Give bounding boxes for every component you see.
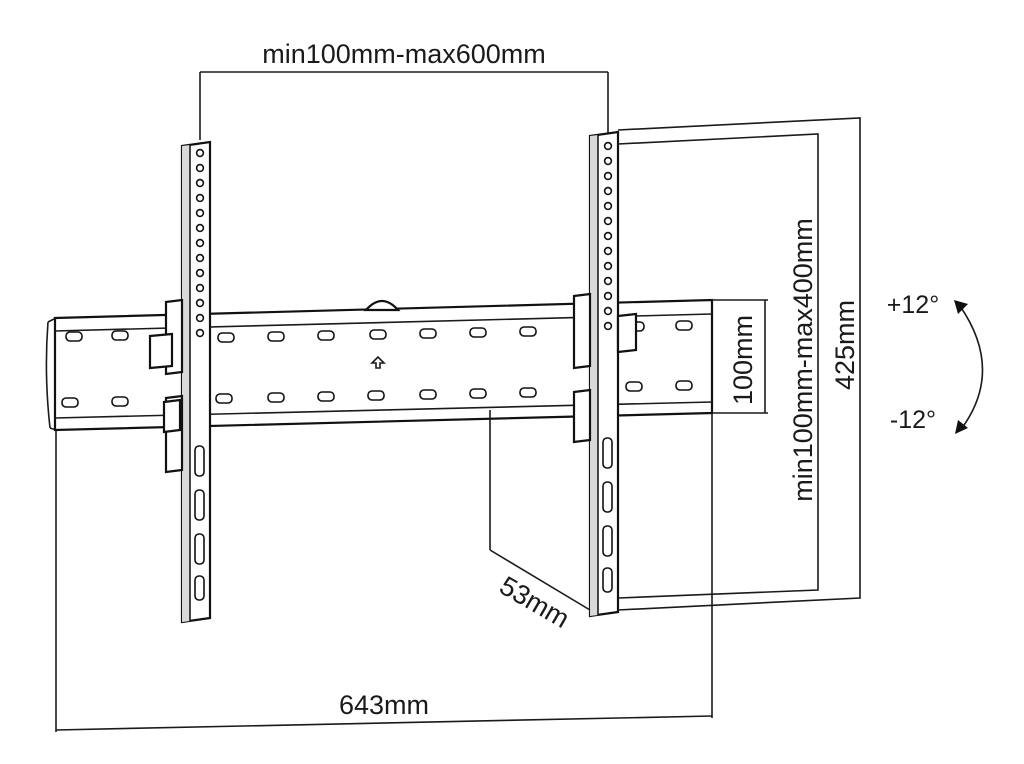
vesa-horizontal-label: min100mm-max600mm xyxy=(262,39,546,69)
wall-distance-label: 53mm xyxy=(495,570,575,633)
left-lower-knob xyxy=(162,398,182,434)
tilt-arrow-up-icon xyxy=(954,300,968,314)
right-upper-knob xyxy=(616,312,638,354)
vesa-vertical-label: min100mm-max400mm xyxy=(788,218,818,502)
center-arrow-mark xyxy=(370,355,386,369)
plate-width-label: 643mm xyxy=(339,690,429,720)
left-arm-slots xyxy=(194,445,205,601)
tilt-arc xyxy=(959,305,984,429)
left-vertical-arm xyxy=(148,140,212,624)
tilt-indicator: +12° -12° xyxy=(887,291,984,434)
right-arm-slots xyxy=(602,437,613,593)
tilt-arrow-down-icon xyxy=(955,420,968,434)
plate-height-dimension: 100mm xyxy=(712,299,768,414)
vesa-vertical-bracket xyxy=(617,117,861,611)
arm-height-label: 425mm xyxy=(830,300,860,390)
tilt-down-label: -12° xyxy=(890,406,936,434)
wall-distance-dimension: 53mm xyxy=(489,410,591,634)
right-vertical-arm xyxy=(572,130,638,618)
right-lower-hook xyxy=(572,388,592,444)
plate-slots-bottom xyxy=(61,380,693,408)
right-upper-hook xyxy=(572,292,592,370)
vesa-horizontal-dimension: min100mm-max600mm xyxy=(199,39,609,140)
plate-width-dimension: 643mm xyxy=(55,413,713,732)
left-arm-holes xyxy=(195,148,205,338)
tilt-up-label: +12° xyxy=(887,291,939,319)
right-arm-holes xyxy=(603,141,613,331)
left-upper-knob xyxy=(148,332,174,370)
plate-height-label: 100mm xyxy=(728,315,758,405)
bubble-level xyxy=(363,299,401,312)
